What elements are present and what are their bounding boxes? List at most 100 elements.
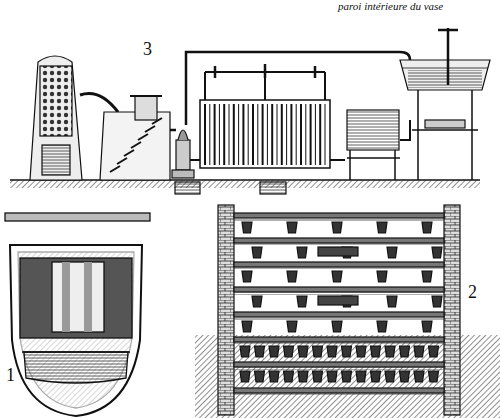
figure-number: 2 — [468, 283, 477, 301]
pot — [422, 271, 432, 282]
pot — [356, 371, 366, 382]
shelf — [234, 287, 444, 292]
shelf-layer — [234, 317, 444, 320]
plate — [204, 104, 206, 165]
pot — [385, 346, 395, 357]
pot — [252, 296, 262, 307]
plate — [219, 104, 220, 165]
pot — [297, 296, 307, 307]
plate — [290, 104, 292, 165]
plate — [305, 104, 306, 165]
shelf-layer — [234, 267, 444, 270]
pot — [432, 296, 442, 307]
pot — [298, 346, 308, 357]
pot — [255, 371, 265, 382]
shelf — [234, 213, 444, 218]
plate — [315, 104, 316, 165]
figure-number: 3 — [143, 40, 152, 58]
pot — [242, 271, 252, 282]
shelf-layer — [234, 393, 444, 396]
pot — [287, 222, 297, 233]
pot — [297, 247, 307, 258]
pot — [400, 346, 410, 357]
stair-step — [117, 158, 127, 164]
pot — [313, 371, 323, 382]
plate — [233, 104, 235, 165]
plate — [242, 104, 244, 165]
pot — [298, 371, 308, 382]
shelf — [234, 262, 444, 267]
plate — [248, 104, 249, 165]
plate — [319, 104, 321, 165]
pot — [356, 346, 366, 357]
pot — [429, 371, 439, 382]
pot — [242, 321, 252, 332]
pot — [400, 371, 410, 382]
plate — [281, 104, 283, 165]
pot — [327, 346, 337, 357]
caption-text: paroi intérieure du vase — [338, 1, 443, 12]
plate — [252, 104, 254, 165]
pot — [284, 371, 294, 382]
pot — [387, 247, 397, 258]
pot — [255, 346, 265, 357]
shelf-layer — [234, 218, 444, 221]
plate — [209, 104, 210, 165]
pot — [432, 247, 442, 258]
plate — [214, 104, 216, 165]
shelf — [234, 337, 444, 342]
pot — [342, 346, 352, 357]
plate — [262, 104, 264, 165]
pot — [332, 271, 342, 282]
shelf-layer — [234, 367, 444, 370]
shelf-layer — [234, 292, 444, 295]
pot — [313, 346, 323, 357]
pot — [414, 346, 424, 357]
pot — [287, 271, 297, 282]
pot — [371, 346, 381, 357]
pot — [242, 222, 252, 233]
pot — [377, 271, 387, 282]
pot — [240, 371, 250, 382]
shelf — [234, 238, 444, 243]
pot — [342, 371, 352, 382]
plate — [296, 104, 297, 165]
pot — [332, 321, 342, 332]
shelf — [234, 362, 444, 367]
pot — [422, 222, 432, 233]
pot — [284, 346, 294, 357]
plate — [300, 104, 302, 165]
pot — [327, 371, 337, 382]
plate — [271, 104, 273, 165]
pot — [269, 371, 279, 382]
pot — [240, 346, 250, 357]
stair-step — [145, 126, 155, 132]
pot — [252, 247, 262, 258]
pot — [332, 222, 342, 233]
shelf — [234, 312, 444, 317]
plate — [257, 104, 258, 165]
plate — [310, 104, 312, 165]
shelf-layer — [234, 342, 444, 345]
pot — [422, 321, 432, 332]
stair-step — [131, 142, 141, 148]
stair-step — [110, 166, 120, 172]
pot-group — [318, 296, 358, 305]
pot — [387, 296, 397, 307]
plate — [286, 104, 287, 165]
shelf-layer — [234, 243, 444, 246]
plate — [325, 104, 326, 165]
plate — [229, 104, 230, 165]
stair-step — [138, 134, 148, 140]
pot — [377, 222, 387, 233]
stair-step — [124, 150, 134, 156]
plate — [223, 104, 225, 165]
shelf — [234, 388, 444, 393]
pot — [429, 346, 439, 357]
pot — [371, 371, 381, 382]
pot — [414, 371, 424, 382]
pot — [385, 371, 395, 382]
plate — [238, 104, 239, 165]
figure-number: 1 — [6, 366, 15, 384]
